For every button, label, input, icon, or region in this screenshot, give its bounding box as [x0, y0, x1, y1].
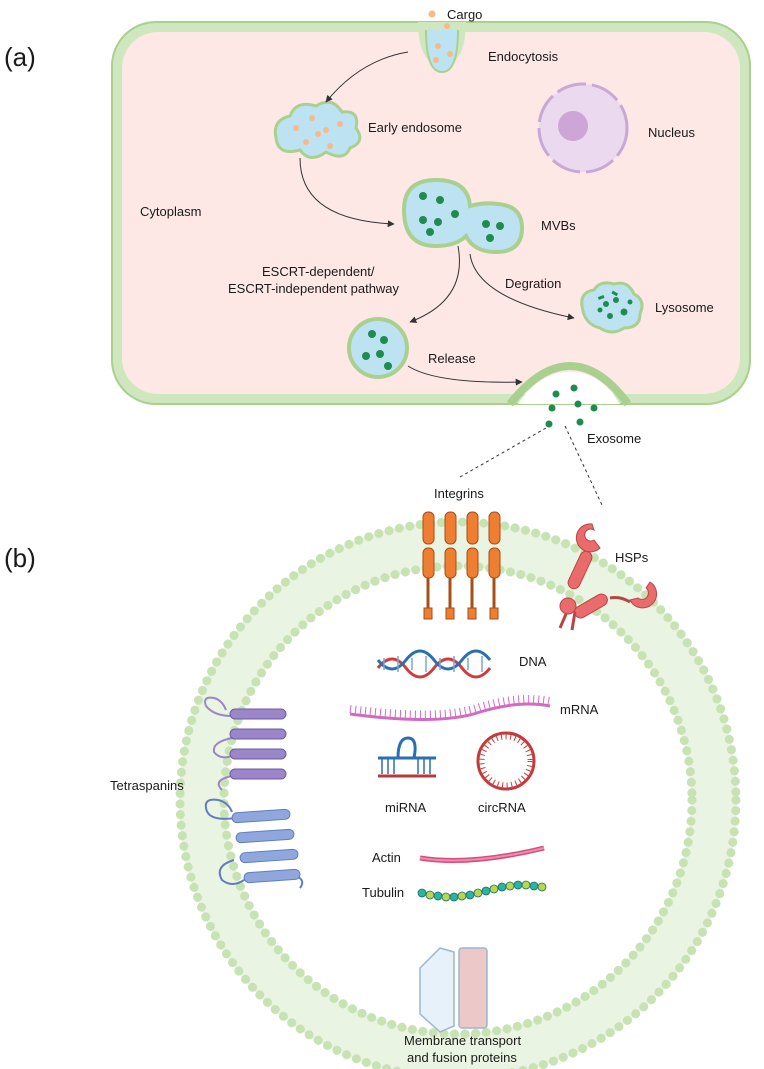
label-endocytosis: Endocytosis: [488, 49, 559, 64]
label-mirna: miRNA: [385, 800, 426, 815]
hsps-icon: [558, 523, 658, 631]
zoom-lines: [459, 425, 603, 506]
release-vesicle: [347, 317, 409, 379]
label-tubulin: Tubulin: [362, 885, 404, 900]
label-dna: DNA: [519, 654, 547, 669]
tetraspanins-icon: [204, 696, 304, 889]
label-hsps: HSPs: [615, 550, 649, 565]
actin-icon: [419, 845, 545, 863]
dna-icon: [376, 649, 492, 679]
label-pathway-line1: ESCRT-dependent/: [262, 264, 375, 279]
label-cargo: Cargo: [447, 7, 482, 22]
mvbs: [401, 177, 525, 255]
label-release: Release: [428, 351, 476, 366]
mirna-icon: [378, 736, 436, 778]
label-nucleus: Nucleus: [648, 125, 695, 140]
exosome-bilayer: [175, 517, 741, 1069]
label-cytoplasm: Cytoplasm: [140, 204, 201, 219]
label-mvbs: MVBs: [541, 218, 576, 233]
label-tetraspanins: Tetraspanins: [110, 778, 184, 793]
tubulin-icon: [417, 880, 547, 902]
label-early-endosome: Early endosome: [368, 120, 462, 135]
label-degration: Degration: [505, 276, 561, 291]
label-integrins: Integrins: [434, 486, 484, 501]
panel-label-b: (b): [4, 543, 36, 573]
cargo-particles: [428, 10, 453, 63]
label-circrna: circRNA: [478, 800, 526, 815]
mrna-icon: [349, 695, 551, 721]
nucleus: [537, 82, 629, 174]
released-exosomes: [545, 384, 598, 428]
panel-label-a: (a): [4, 42, 36, 72]
lysosome: [580, 281, 644, 334]
label-exosome: Exosome: [587, 431, 641, 446]
label-membrane-line2: and fusion proteins: [407, 1050, 517, 1065]
label-membrane-line1: Membrane transport: [404, 1033, 521, 1048]
label-pathway-line2: ESCRT-independent pathway: [228, 281, 400, 296]
label-actin: Actin: [372, 850, 401, 865]
label-lysosome: Lysosome: [655, 300, 714, 315]
membrane-transport-proteins-icon: [419, 947, 488, 1033]
early-endosome: [273, 100, 362, 159]
pathway-arrows: [299, 51, 575, 386]
circrna-icon: [476, 731, 536, 791]
integrins-icon: [422, 511, 501, 620]
label-mrna: mRNA: [560, 702, 599, 717]
